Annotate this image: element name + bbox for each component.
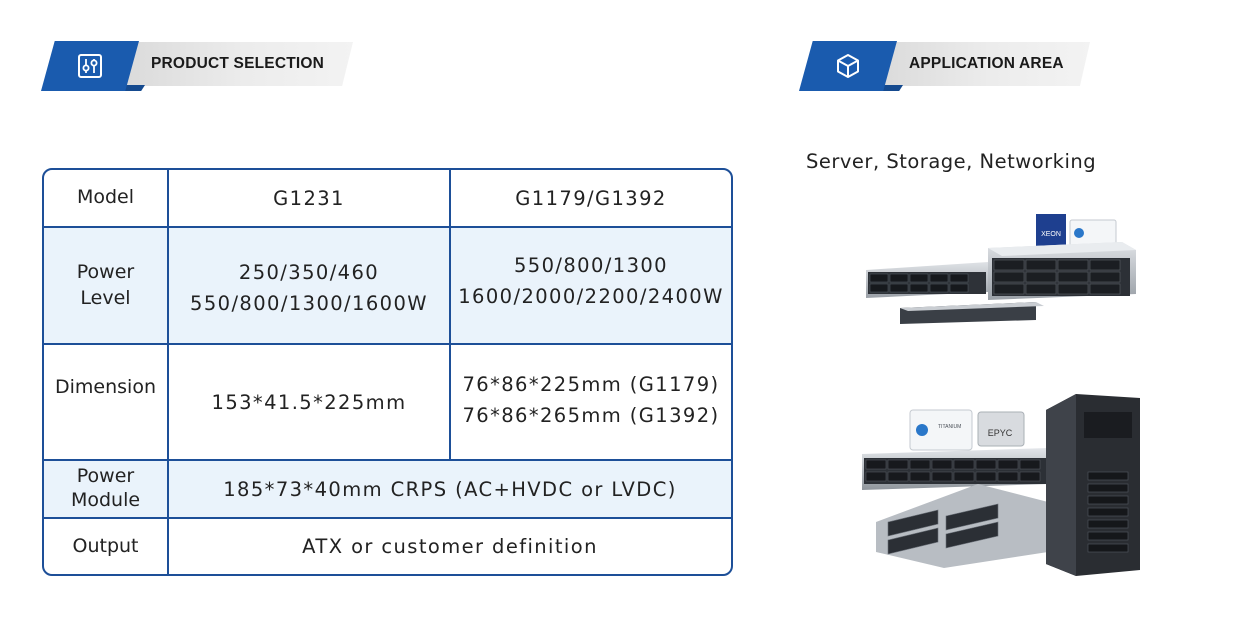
xeon-logo-text: XEON [1041, 231, 1061, 238]
application-area-text: Server, Storage, Networking [806, 150, 1097, 173]
dimension-row: Dimension 153*41.5*225mm 76*86*225mm (G1… [44, 345, 731, 461]
dimension-label: Dimension [44, 345, 169, 459]
product-selection-table: Model G1231 G1179/G1392 Power Level 250/… [42, 168, 733, 576]
power-module-label: Power Module [44, 461, 169, 517]
tower-and-blade-servers-image: TITANIUM EPYC [862, 394, 1140, 576]
power-level-row: Power Level 250/350/460 550/800/1300/160… [44, 228, 731, 345]
output-label: Output [44, 519, 169, 574]
header-icon-badge [41, 41, 139, 91]
output-value: ATX or customer definition [302, 535, 598, 558]
power-level-label: Power Level [44, 228, 169, 343]
power-module-row: Power Module 185*73*40mm CRPS (AC+HVDC o… [44, 461, 731, 519]
power-level-g1231: 250/350/460 550/800/1300/1600W [169, 228, 451, 343]
product-selection-title: PRODUCT SELECTION [151, 55, 325, 72]
epyc-logo-text: EPYC [988, 428, 1013, 438]
table-header-row: Model G1231 G1179/G1392 [44, 170, 731, 228]
model-g1179-g1392: G1179/G1392 [515, 186, 667, 210]
dimension-g1231: 153*41.5*225mm [169, 345, 451, 459]
dimension-g1179-g1392: 76*86*225mm (G1179) 76*86*265mm (G1392) [462, 373, 720, 427]
titanium-logo-text: TITANIUM [938, 424, 961, 430]
rack-servers-image: XEON [866, 214, 1136, 324]
power-module-value: 185*73*40mm CRPS (AC+HVDC or LVDC) [223, 477, 677, 501]
output-row: Output ATX or customer definition [44, 519, 731, 574]
sliders-icon [78, 54, 102, 78]
model-label: Model [44, 170, 169, 226]
power-level-g1179-g1392: 550/800/1300 1600/2000/2200/2400W [458, 254, 724, 308]
cube-icon [837, 54, 859, 78]
model-g1231: G1231 [169, 170, 451, 226]
application-area-title: APPLICATION AREA [909, 55, 1064, 72]
